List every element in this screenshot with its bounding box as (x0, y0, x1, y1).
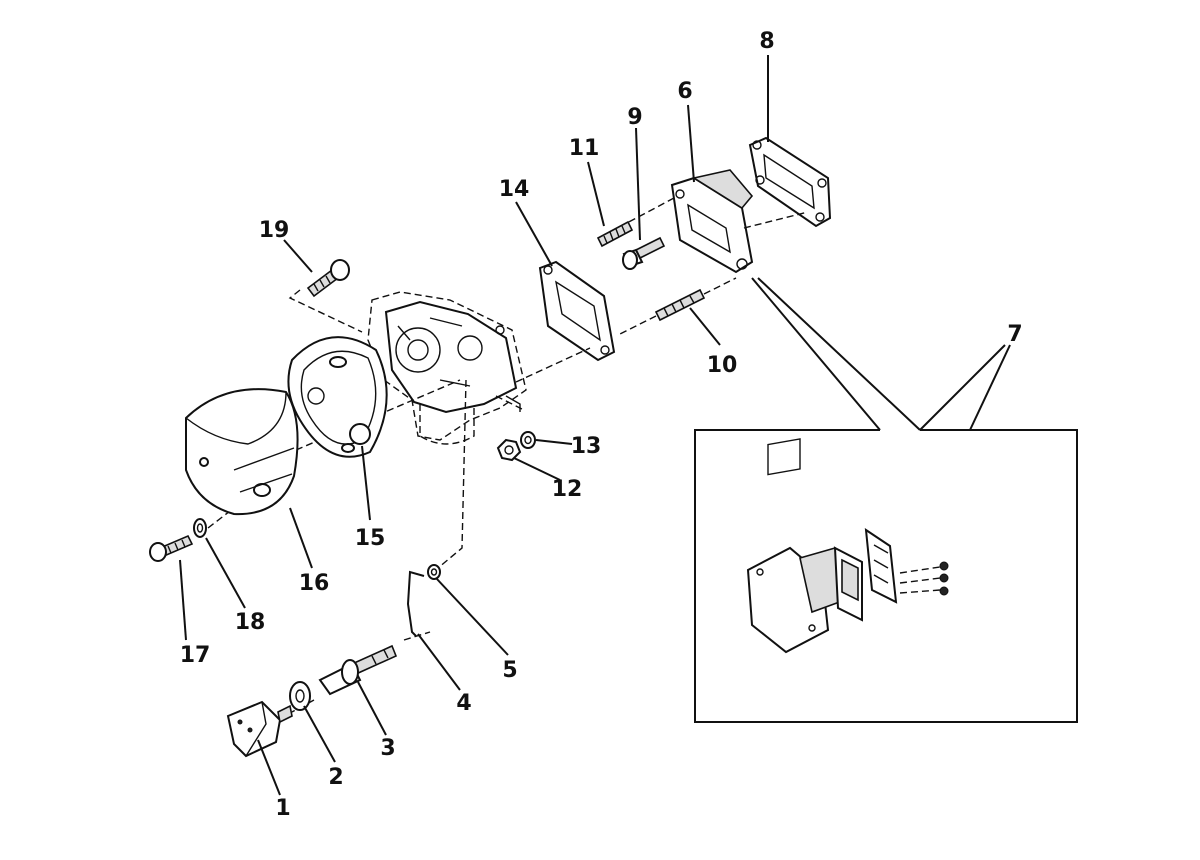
back-plate-15 (287, 336, 388, 458)
stud-10 (619, 277, 737, 335)
silencer-cover-16 (185, 388, 299, 516)
shaft-lever-3 (318, 644, 398, 696)
washer-13 (520, 431, 536, 449)
callout-2: 2 (328, 765, 343, 790)
link-rod-4 (406, 570, 425, 637)
stud-11 (596, 220, 634, 248)
callout-4: 4 (456, 691, 471, 716)
clip-5 (427, 564, 441, 580)
callout-17: 17 (180, 643, 211, 668)
callout-18: 18 (235, 610, 266, 635)
callout-7: 7 (1007, 322, 1022, 347)
callout-10: 10 (707, 353, 738, 378)
callout-3: 3 (380, 736, 395, 761)
callout-15: 15 (355, 526, 386, 551)
inset-screws (899, 561, 949, 596)
callout-labels: 1 2 3 4 5 6 7 8 9 10 11 12 13 14 15 16 1… (180, 29, 1023, 821)
callout-1: 1 (275, 796, 290, 821)
callout-14: 14 (499, 177, 530, 202)
inset-reed-block (746, 438, 846, 654)
washer-18 (193, 518, 207, 538)
nut-12 (496, 438, 522, 462)
callout-9: 9 (627, 105, 642, 130)
callout-16: 16 (299, 571, 330, 596)
washer-2 (289, 681, 311, 711)
callout-5: 5 (502, 658, 517, 683)
callout-12: 12 (552, 477, 583, 502)
gasket-8 (748, 136, 832, 228)
carburetor-body (367, 291, 527, 445)
callout-11: 11 (569, 136, 600, 161)
gasket-14 (538, 260, 616, 362)
callout-13: 13 (571, 434, 602, 459)
inset-reed-petals (833, 527, 898, 622)
callout-6: 6 (677, 79, 692, 104)
callout-19: 19 (259, 218, 290, 243)
bolt-9 (622, 236, 666, 270)
leader-lines (179, 55, 1011, 796)
screw-19 (306, 259, 350, 298)
knob-1 (226, 700, 293, 758)
callout-8: 8 (759, 29, 774, 54)
screw-17 (149, 534, 194, 562)
reed-valve-detail-inset (694, 277, 1078, 723)
